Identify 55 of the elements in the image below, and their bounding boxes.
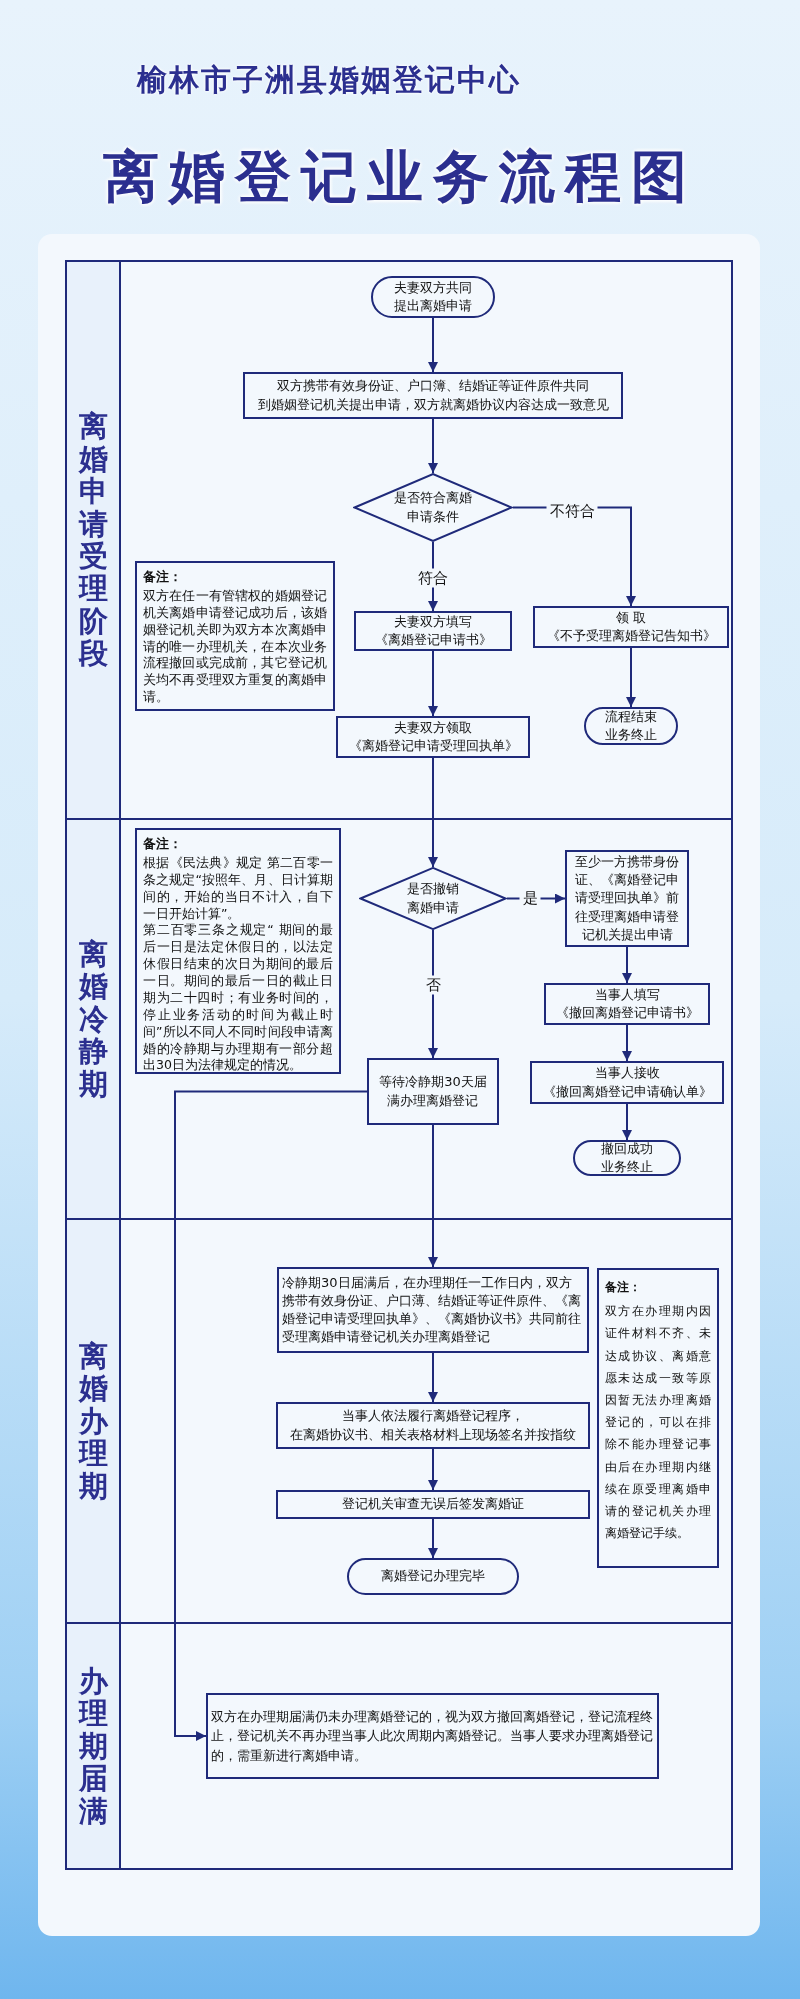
edge-label: 是 [519, 888, 541, 908]
terminal-box: 撤回成功业务终止 [573, 1140, 681, 1176]
decision-diamond: 是否撤销离婚申请 [359, 867, 507, 930]
edge-label: 不符合 [546, 501, 598, 521]
swimlane [65, 260, 733, 820]
process-box: 当事人依法履行离婚登记程序，在离婚协议书、相关表格材料上现场签名并按指纹 [276, 1402, 590, 1449]
process-box: 冷静期30日届满后，在办理期任一工作日内，双方携带有效身份证、户口薄、结婚证等证件原件、《离婚登记申请受理回执单》、《离婚协议书》共同前往受理离婚申请登记机关办理离婚登记 [277, 1267, 589, 1353]
arrow [428, 650, 438, 717]
process-box: 当事人接收《撤回离婚登记申请确认单》 [530, 1061, 724, 1104]
arrow [622, 1103, 632, 1141]
arrow [174, 1090, 368, 1741]
process-box: 领 取《不予受理离婚登记告知书》 [533, 606, 729, 648]
decision-diamond: 是否符合离婚申请条件 [353, 473, 513, 542]
lane-title: 离婚冷静期 [67, 820, 121, 1218]
arrow [428, 418, 438, 474]
note-text: 双方在任一有管辖权的婚姻登记机关离婚申请登记成功后，该婚姻登记机关即为双方本次离婚申请的唯一办理机关，在本次业务流程撤回或完成前，其它登记机关均不再受理双方重复的离婚申请。 [143, 587, 327, 706]
process-box: 至少一方携带身份证、《离婚登记申请受理回执单》前往受理离婚申请登记机关提出申请 [565, 850, 689, 947]
arrow [428, 1448, 438, 1491]
arrow [428, 1352, 438, 1403]
process-box: 夫妻双方领取《离婚登记申请受理回执单》 [336, 716, 530, 758]
process-box: 夫妻双方填写《离婚登记申请书》 [354, 611, 512, 651]
note-text: 根据《民法典》规定 第二百零一条之规定“按照年、月、日计算期间的，开始的当日不计入，自下一日开始计算”。 [143, 854, 333, 923]
process-box: 双方携带有效身份证、户口簿、结婚证等证件原件共同到婚姻登记机关提出申请，双方就离婚协议内容达成一致意见 [243, 372, 623, 419]
swimlane [65, 1218, 733, 1624]
arrow [428, 317, 438, 373]
edge-label: 符合 [415, 568, 451, 588]
note-text: 双方在办理期内因证件材料不齐、未达成协议、离婚意愿未达成一致等原因暂无法办理离婚登记的，可以在排除不能办理登记事由后在办理期内继续在原受理离婚申请的登记机关办理离婚登记手续。 [605, 1303, 711, 1543]
terminal-box: 夫妻双方共同提出离婚申请 [371, 276, 495, 318]
note-box [135, 828, 341, 1074]
terminal-box: 离婚登记办理完毕 [347, 1558, 519, 1595]
terminal-box: 流程结束业务终止 [584, 707, 678, 745]
process-box: 登记机关审查无误后签发离婚证 [276, 1490, 590, 1519]
note-text: 第二百零三条之规定“ 期间的最后一日是法定休假日的，以法定休假日结束的次日为期间的最后一日。期间的最后一日的截止日期为二十四时；有业务时间的，停止业务活动的时间为截止时间”所以不同人不同时间段申请离婚的冷静期与办理期有一部分超出30日为法律规定的情况。 [143, 922, 333, 1075]
note-box [597, 1268, 719, 1568]
note-heading: 备注： [143, 836, 183, 853]
process-box: 当事人填写《撤回离婚登记申请书》 [544, 983, 710, 1025]
process-box: 双方在办理期届满仍未办理离婚登记的，视为双方撤回离婚登记，登记流程终止，登记机关不再办理当事人此次周期内离婚登记。当事人要求办理离婚登记的，需重新进行离婚申请。 [206, 1693, 659, 1779]
lane-title: 离婚申请受理阶段 [67, 262, 121, 818]
arrow [428, 1124, 438, 1268]
note-heading: 备注： [605, 1279, 642, 1296]
arrow [428, 929, 438, 1059]
arrow [622, 1024, 632, 1062]
note-heading: 备注： [143, 569, 183, 586]
lane-title: 离婚办理期 [67, 1220, 121, 1622]
lane-title: 办理期届满 [67, 1624, 121, 1868]
note-box [135, 561, 335, 711]
arrow [626, 647, 636, 708]
swimlane [65, 818, 733, 1220]
swimlane [65, 1622, 733, 1870]
header-text: 榆林市子洲县婚姻登记中心 [137, 61, 521, 99]
process-box: 等待冷静期30天届满办理离婚登记 [367, 1058, 499, 1125]
title: 离婚登记业务流程图 [102, 143, 698, 211]
arrow [622, 946, 632, 984]
arrow [428, 1518, 438, 1559]
arrow [428, 757, 438, 868]
